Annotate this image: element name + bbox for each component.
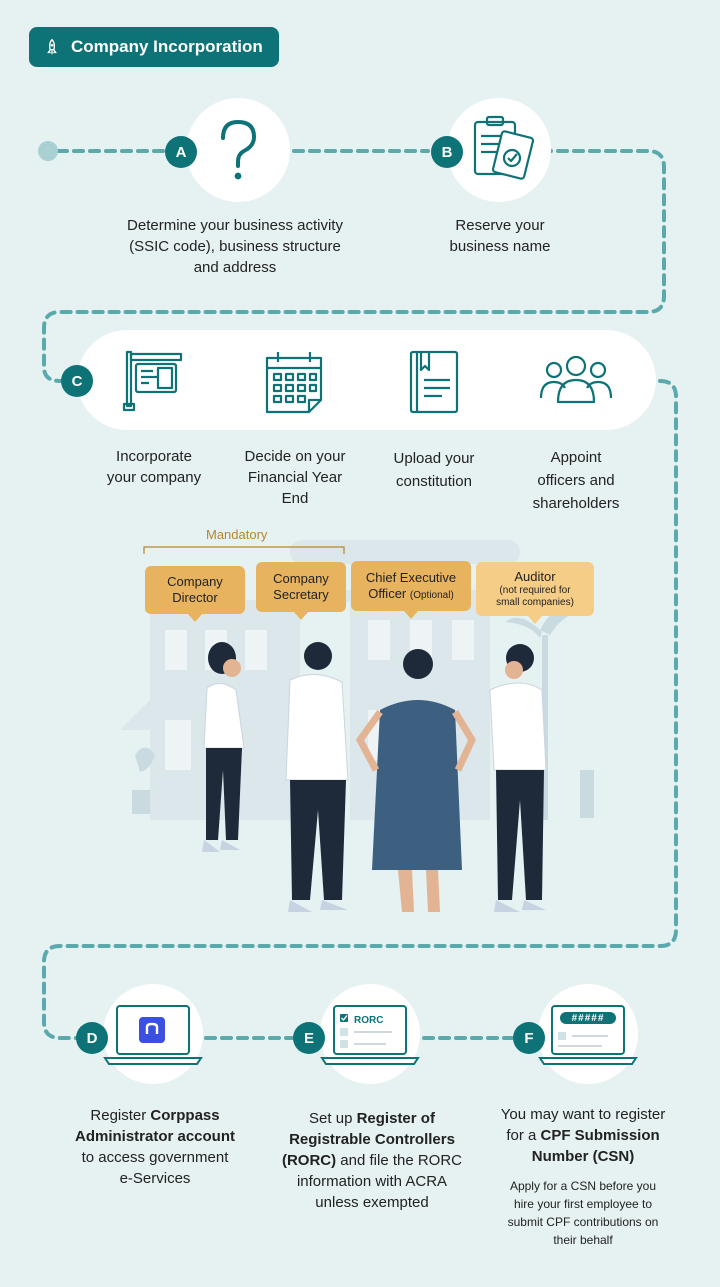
callout-title: Director (172, 590, 218, 605)
callout-small: (not required for (499, 585, 571, 596)
callout-title-part: Officer (368, 586, 410, 601)
step-e-line: (RORC) and file the RORC (262, 1150, 482, 1171)
document-book-icon (409, 350, 459, 414)
question-mark-icon (221, 119, 257, 180)
step-c-line: Appoint (550, 449, 602, 466)
step-c-pill (77, 330, 656, 430)
step-c-line: Financial Year (247, 469, 343, 486)
step-c-line: Decide on your (244, 448, 346, 465)
signboard-icon (122, 350, 183, 412)
step-b-line: business name (449, 238, 551, 255)
step-d-icon-circle (103, 984, 203, 1084)
step-c-line: your company (106, 469, 202, 486)
step-a-line: and address (193, 259, 277, 276)
text-part: Set up (309, 1110, 357, 1127)
text-bold: Corppass (150, 1107, 220, 1124)
step-c-item-1-text: Incorporate your company (84, 446, 224, 488)
laptop-csn-icon (538, 1005, 638, 1065)
step-e-line: Registrable Controllers (262, 1129, 482, 1150)
step-d-line: Register Corppass (50, 1105, 260, 1126)
callout-small: small companies) (496, 597, 574, 608)
step-b-badge: B (431, 136, 463, 168)
step-b-line: Reserve your (455, 217, 545, 234)
step-f-line: You may want to register (500, 1106, 666, 1123)
text-part: Register (90, 1107, 151, 1124)
header-title-pill: Company Incorporation (29, 27, 279, 67)
callout-title: Secretary (273, 587, 329, 602)
callout-title: Company (273, 571, 329, 586)
step-e-text: Set up Register of Registrable Controlle… (262, 1108, 482, 1213)
step-a-icon-circle (186, 98, 290, 202)
step-f-text: You may want to register for a CPF Submi… (468, 1104, 698, 1167)
people-group-icon (539, 355, 613, 404)
callout-title: Officer (Optional) (368, 586, 454, 602)
step-b-icon-circle (447, 98, 551, 202)
callout-title: Chief Executive (365, 570, 457, 585)
callout-small: (Optional) (409, 590, 454, 601)
text-bold: Registrable Controllers (289, 1131, 455, 1148)
step-d-badge: D (76, 1022, 108, 1054)
step-e-line: unless exempted (315, 1194, 429, 1211)
step-e-line: information with ACRA (296, 1173, 448, 1190)
text-part: and file the RORC (336, 1152, 463, 1169)
step-c-item-2-text: Decide on your Financial Year End (225, 446, 365, 509)
step-b-text: Reserve your business name (410, 215, 590, 257)
step-c-line: shareholders (532, 495, 620, 512)
step-f-sub-line: Apply for a CSN before you (509, 1179, 657, 1193)
page-title: Company Incorporation (71, 37, 263, 56)
text-bold: Number (CSN) (531, 1148, 635, 1165)
callout-company-secretary: Company Secretary (256, 562, 346, 620)
text-bold: CPF Submission (540, 1127, 660, 1144)
step-a-badge: A (165, 136, 197, 168)
callout-auditor: Auditor (not required for small companie… (476, 562, 594, 624)
step-f-sub-line: hire your first employee to (513, 1197, 653, 1211)
step-c-line: officers and (537, 472, 615, 489)
text-bold: Register of (356, 1110, 435, 1127)
step-c-line: Incorporate (116, 448, 192, 465)
text-bold: (RORC) (281, 1152, 337, 1169)
step-f-badge: F (513, 1022, 545, 1054)
step-d-line: e-Services (119, 1170, 191, 1187)
step-e-line: Set up Register of (262, 1108, 482, 1129)
step-f-line: Number (CSN) (468, 1146, 698, 1167)
step-f-sub-line: their behalf (553, 1233, 613, 1247)
step-a-line: (SSIC code), business structure (129, 238, 341, 255)
step-a-text: Determine your business activity (SSIC c… (100, 215, 370, 278)
callout-title: Company (167, 574, 223, 589)
mandatory-bracket (143, 546, 345, 554)
step-c-line: constitution (396, 473, 472, 490)
step-e-badge: E (293, 1022, 325, 1054)
step-f-line: for a CPF Submission (468, 1125, 698, 1146)
step-c-badge: C (61, 365, 93, 397)
callout-title: Auditor (514, 569, 556, 584)
step-a-line: Determine your business activity (127, 217, 343, 234)
step-d-line: to access government (81, 1149, 229, 1166)
step-d-line: Administrator account (50, 1126, 260, 1147)
csn-screen-label: ##### (571, 1013, 605, 1024)
mandatory-label: Mandatory (206, 527, 268, 542)
text-bold: Administrator account (74, 1128, 236, 1145)
step-c-item-3-text: Upload your constitution (364, 447, 504, 493)
clipboard-check-icon (473, 115, 535, 180)
calendar-icon (265, 352, 323, 414)
rorc-screen-label: RORC (354, 1015, 384, 1026)
step-f-sub-line: submit CPF contributions on (507, 1215, 659, 1229)
laptop-corppass-icon (103, 1005, 203, 1065)
step-c-line: End (281, 490, 309, 507)
step-c-line: Upload your (393, 450, 475, 467)
callout-company-director: Company Director (145, 566, 245, 622)
laptop-rorc-icon (320, 1005, 420, 1065)
step-e-icon-circle (320, 984, 420, 1084)
step-f-subtext: Apply for a CSN before you hire your fir… (478, 1177, 688, 1249)
text-part: for a (506, 1127, 541, 1144)
step-d-text: Register Corppass Administrator account … (50, 1105, 260, 1189)
rocket-icon (47, 38, 57, 55)
callout-ceo: Chief Executive Officer (Optional) (351, 561, 471, 619)
step-c-item-4-text: Appoint officers and shareholders (506, 446, 646, 515)
step-f-icon-circle (538, 984, 638, 1084)
